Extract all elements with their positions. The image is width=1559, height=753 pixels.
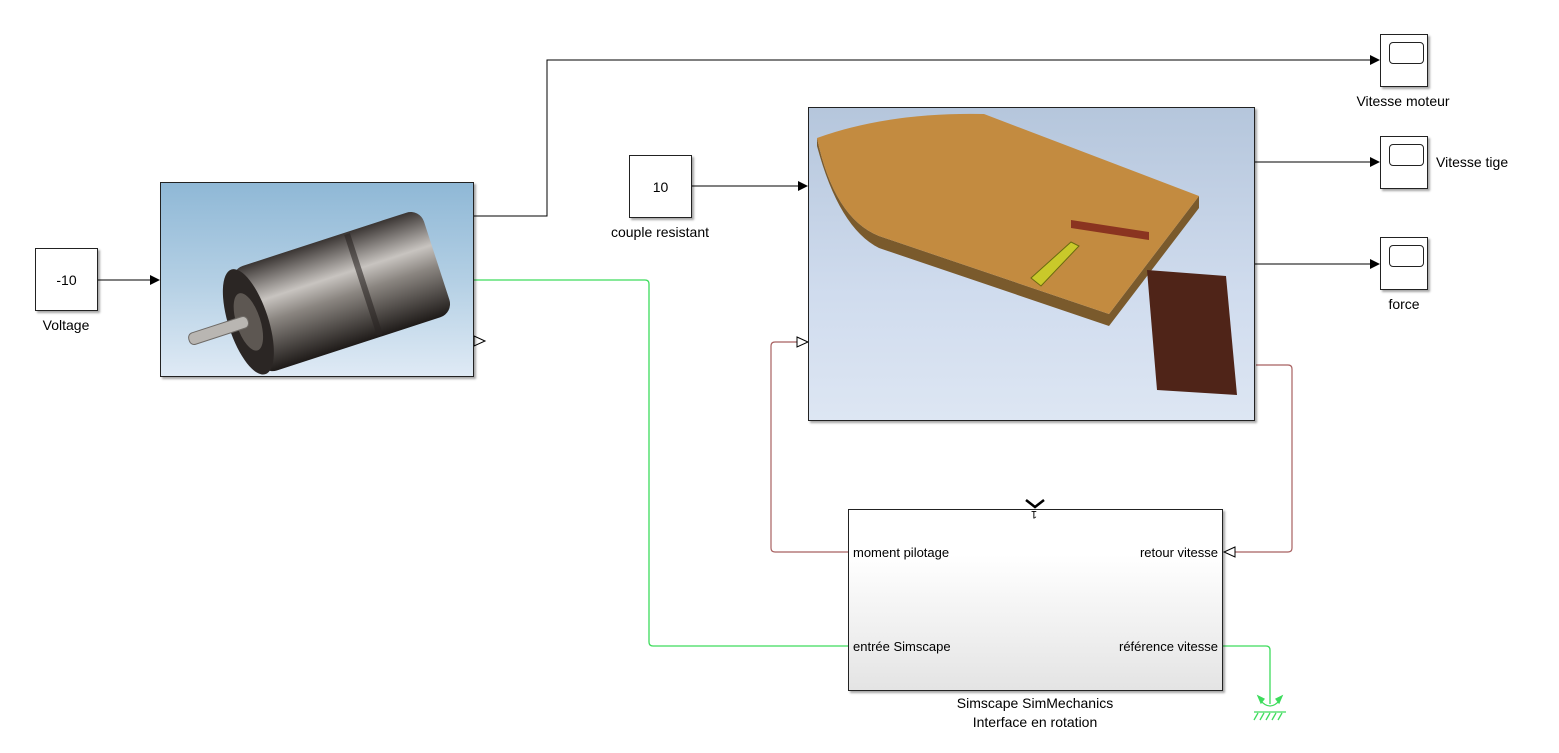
- scope-vitesse-moteur-label[interactable]: Vitesse moteur: [1356, 93, 1450, 109]
- physical-line-motor-interface[interactable]: [474, 279, 848, 647]
- scope-force-label[interactable]: force: [1388, 296, 1420, 312]
- port-triangle-motor-output: [473, 335, 487, 347]
- voltage-label[interactable]: Voltage: [42, 317, 90, 333]
- mech-line-moment-to-mechanism[interactable]: [770, 341, 848, 553]
- port-entree-simscape[interactable]: entrée Simscape: [853, 639, 951, 654]
- dc-motor-icon: [188, 212, 451, 375]
- dc-motor-block[interactable]: [160, 182, 474, 377]
- mechanical-ground-icon[interactable]: [1253, 694, 1286, 721]
- port-retour-vitesse[interactable]: retour vitesse: [1139, 545, 1218, 560]
- couple-value: 10: [652, 178, 669, 195]
- voltage-value: -10: [56, 271, 77, 288]
- connector-chevron-icon: [1025, 499, 1045, 509]
- scope-icon: [1389, 245, 1424, 267]
- mech-line-mechanism-to-retour[interactable]: [1235, 364, 1293, 553]
- scope-vitesse-moteur[interactable]: [1380, 34, 1428, 87]
- interface-name-line2[interactable]: Interface en rotation: [972, 714, 1098, 730]
- scope-vitesse-tige[interactable]: [1380, 136, 1428, 189]
- signal-line-motor-scope1[interactable]: [474, 55, 1380, 217]
- port-moment-pilotage[interactable]: moment pilotage: [853, 545, 950, 560]
- scope-force[interactable]: [1380, 237, 1428, 290]
- physical-line-interface-ground[interactable]: [1223, 645, 1271, 704]
- port-reference-vitesse[interactable]: référence vitesse: [1119, 639, 1218, 654]
- connector-index-marker: 1: [1031, 508, 1038, 520]
- mechanism-3d-icon: [817, 113, 1237, 395]
- port-triangle-retour-vitesse: [1222, 546, 1236, 558]
- scope-icon: [1389, 144, 1424, 166]
- interface-name-line1[interactable]: Simscape SimMechanics: [956, 695, 1114, 711]
- scope-icon: [1389, 42, 1424, 64]
- simscape-simmechanics-interface-block[interactable]: 1 moment pilotage retour vitesse entrée …: [848, 508, 1223, 691]
- port-triangle-mechanism-input: [796, 336, 810, 348]
- voltage-constant-block[interactable]: -10: [35, 248, 98, 311]
- couple-constant-block[interactable]: 10: [629, 155, 692, 218]
- mechanism-subsystem-block[interactable]: [808, 107, 1255, 421]
- couple-label[interactable]: couple resistant: [610, 224, 710, 240]
- scope-vitesse-tige-label[interactable]: Vitesse tige: [1436, 154, 1509, 170]
